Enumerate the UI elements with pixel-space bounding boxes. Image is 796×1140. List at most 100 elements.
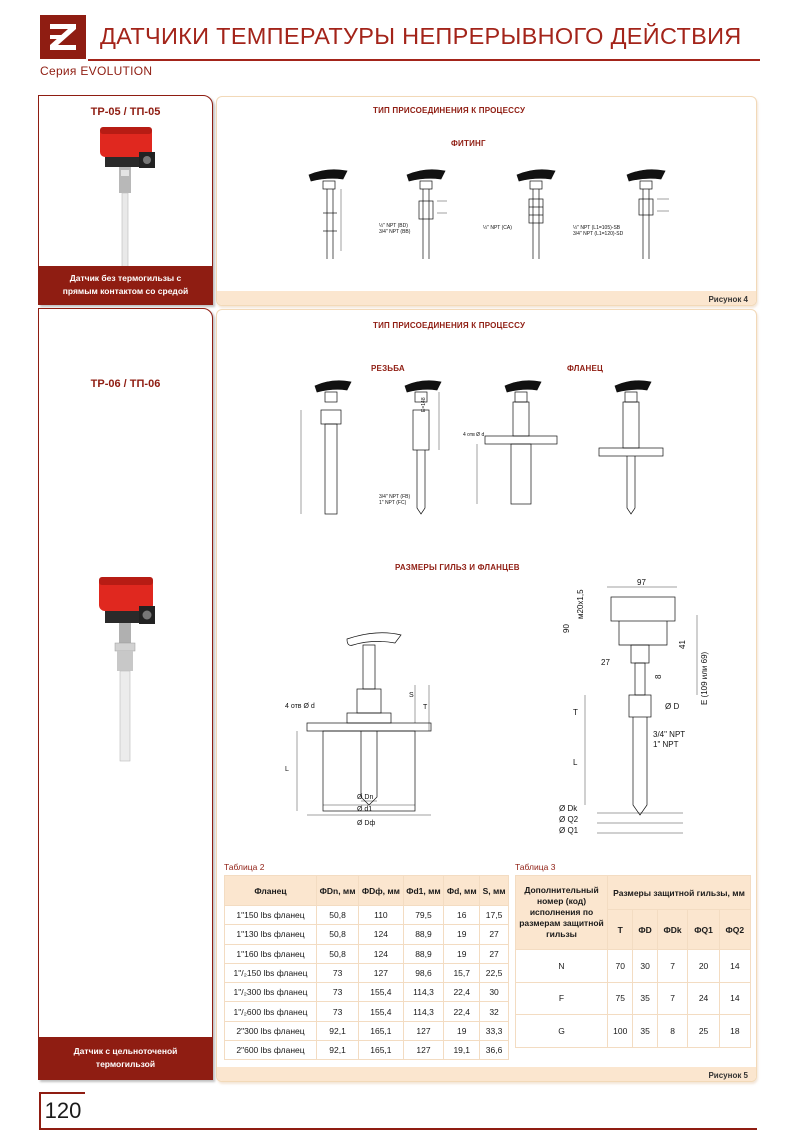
- label-f5: 3/4" NPT (L1=120)-SD: [573, 231, 624, 237]
- table-cell: 15,7: [443, 962, 481, 984]
- t2-header: Фланец: [224, 875, 317, 906]
- sensor-image: [100, 127, 155, 272]
- table-cell: 18: [718, 1014, 752, 1048]
- table-cell: 70: [606, 949, 634, 983]
- table-cell: 73: [315, 962, 360, 984]
- label-holes: 4 отв Ø d: [285, 703, 315, 710]
- section-subheading: ФИТИНГ: [451, 139, 486, 148]
- section-heading: ТИП ПРИСОЕДИНЕНИЯ К ПРОЦЕССУ: [373, 321, 526, 330]
- dim-e109: E (109 или 69): [700, 651, 709, 705]
- label-T: T: [423, 704, 428, 711]
- table-cell: 75: [606, 981, 634, 1015]
- table-cell: 7: [656, 981, 689, 1015]
- table2-caption: Таблица 2: [224, 862, 265, 872]
- figure-label: Рисунок 5: [708, 1071, 748, 1080]
- t3-subheader: ФDk: [656, 909, 689, 950]
- thermowell-size-drawing: 97 м20х1,5 90 41 27 8 E (109 или 69) Ø D…: [559, 578, 709, 835]
- flange-heading: ФЛАНЕЦ: [567, 364, 604, 373]
- table-cell: 110: [358, 904, 404, 926]
- brand-logo: [40, 15, 86, 59]
- fitting-drawings: ½" NPT (BD) 3/4" NPT (BB) ½" NPT (CA) ½"…: [308, 169, 669, 259]
- table-cell: 30: [479, 982, 509, 1003]
- table-cell: 1"/₂300 lbs фланец: [224, 982, 317, 1003]
- table-cell: 25: [687, 1014, 720, 1048]
- label-e148: E=148: [421, 397, 427, 412]
- thread-flange-drawings: 3/4" NPT (FB) 1" NPT (FC) 4 отв Ø d E=14…: [300, 380, 664, 515]
- table-cell: 124: [358, 943, 404, 964]
- table-cell: 24: [687, 981, 720, 1015]
- table-cell: 17,5: [479, 904, 509, 926]
- figure-label: Рисунок 4: [708, 295, 748, 304]
- table-cell: 27: [479, 924, 509, 945]
- dim-m20: м20х1,5: [576, 589, 585, 619]
- table-cell: 19: [443, 943, 481, 964]
- table-cell: 1"/₂150 lbs фланец: [224, 962, 317, 984]
- dim-97: 97: [637, 578, 646, 587]
- dim-27: 27: [601, 658, 610, 667]
- table-cell: 155,4: [358, 1001, 404, 1022]
- table-cell: 88,9: [402, 943, 445, 964]
- dim-L: L: [573, 758, 578, 767]
- t3-subheader: ФQ2: [718, 909, 752, 950]
- table-cell: 32: [479, 1001, 509, 1022]
- label-odn: Ø Dn: [357, 794, 373, 801]
- label-f2: 3/4" NPT (BB): [379, 229, 411, 235]
- label-f4: ½" NPT (L1=105)-SB: [573, 224, 621, 231]
- table-cell: 88,9: [402, 924, 445, 945]
- label-od1: Ø d1: [357, 806, 372, 813]
- table-cell: 19: [443, 1020, 481, 1042]
- footer-divider: [85, 1128, 757, 1130]
- table-cell: 27: [479, 943, 509, 964]
- label-four-holes: 4 отв Ø d: [463, 432, 484, 438]
- table-cell: 1"/₂600 lbs фланец: [224, 1001, 317, 1022]
- label-f1: ½" NPT (BD): [379, 222, 408, 229]
- panel-footer: Рисунок 4: [217, 291, 756, 305]
- table-cell: 14: [718, 981, 752, 1015]
- table3-caption: Таблица 3: [515, 862, 556, 872]
- series-label: Серия EVOLUTION: [40, 64, 153, 78]
- table-cell: 35: [632, 1014, 658, 1048]
- flange-size-drawing: 4 отв Ø d L S T Ø Dn Ø d1 Ø Dф: [285, 632, 432, 827]
- section-heading: ТИП ПРИСОЕДИНЕНИЯ К ПРОЦЕССУ: [373, 106, 526, 115]
- table-cell: 50,8: [315, 904, 360, 926]
- table-cell: 98,6: [402, 962, 445, 984]
- label-npt34: 3/4" NPT: [653, 730, 685, 739]
- page-number: 120: [39, 1092, 85, 1130]
- table-cell: 20: [687, 949, 720, 983]
- table-cell: F: [515, 981, 608, 1015]
- label-npt1: 1" NPT: [653, 740, 679, 749]
- table-cell: 8: [656, 1014, 689, 1048]
- t3-subheader: T: [606, 909, 634, 950]
- label-npt-fb: 3/4" NPT (FB): [379, 494, 410, 500]
- table-cell: 2"300 lbs фланец: [224, 1020, 317, 1042]
- product-title: TP-06 / ТП-06: [90, 378, 161, 390]
- table-cell: 50,8: [315, 924, 360, 945]
- table-cell: 73: [315, 1001, 360, 1022]
- table-cell: 1"130 lbs фланец: [224, 924, 317, 945]
- t3-subheader: ФQ1: [687, 909, 720, 950]
- table-cell: 50,8: [315, 943, 360, 964]
- t2-header: ФDф, мм: [358, 875, 404, 906]
- t2-header: Фd1, мм: [402, 875, 445, 906]
- product-title: TP-05 / ТП-05: [90, 106, 161, 118]
- dim-8: 8: [654, 674, 663, 679]
- table-cell: 30: [632, 949, 658, 983]
- table-cell: 22,4: [443, 982, 481, 1003]
- dim-od: Ø D: [665, 702, 679, 711]
- table-cell: 35: [632, 981, 658, 1015]
- table-cell: 79,5: [402, 904, 445, 926]
- label-L: L: [285, 766, 289, 773]
- table-cell: 16: [443, 904, 481, 926]
- table-cell: 22,5: [479, 962, 509, 984]
- table-cell: 100: [606, 1014, 634, 1048]
- dim-odk: Ø Dk: [559, 804, 578, 813]
- table-cell: 114,3: [402, 982, 445, 1003]
- dim-T: T: [573, 708, 578, 717]
